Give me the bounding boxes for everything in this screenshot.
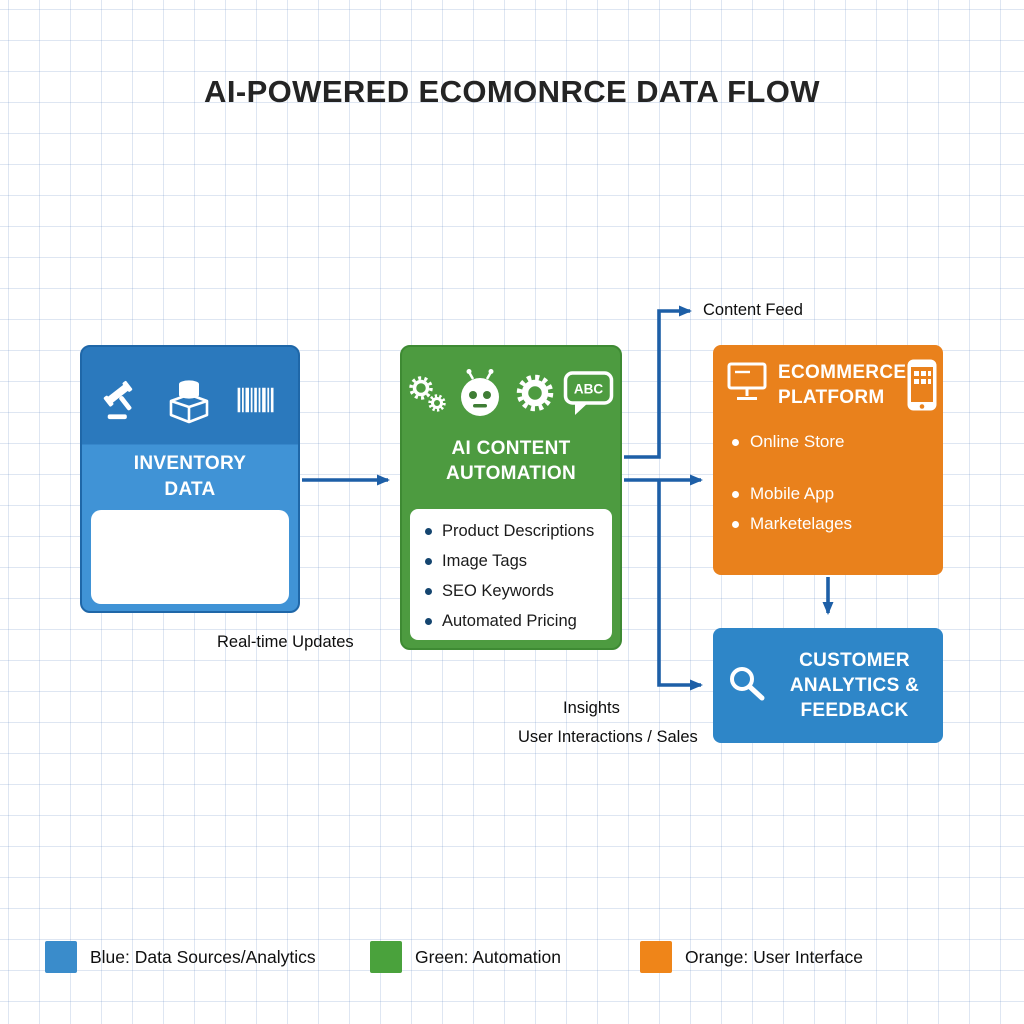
legend-label: Green: Automation xyxy=(415,946,561,967)
list-item-label: Image Tags xyxy=(442,552,527,570)
inventory-database-icon xyxy=(164,376,214,429)
list-item-label: SEO Keywords xyxy=(442,582,554,600)
list-item: SEO Keywords xyxy=(425,582,604,601)
node-inventory-data: INVENTORY DATA xyxy=(80,345,300,613)
list-item: Marketelages xyxy=(732,514,943,534)
bullet-dot xyxy=(425,528,432,535)
legend-swatch-green xyxy=(370,941,402,973)
legend-item-blue: Blue: Data Sources/Analytics xyxy=(45,941,316,973)
page-title: AI-POWERED ECOMONRCE DATA FLOW xyxy=(204,74,820,109)
monitor-icon xyxy=(726,361,768,408)
barcode-icon xyxy=(234,379,278,426)
ecommerce-header: ECOMMERCE PLATFORM xyxy=(713,345,943,410)
bullet-dot xyxy=(732,438,739,446)
node-title: AI CONTENT AUTOMATION xyxy=(445,438,576,484)
list-item-label: Mobile App xyxy=(750,484,835,504)
edge-label-real-time-updates: Real-time Updates xyxy=(217,633,354,651)
robot-icon xyxy=(453,367,507,424)
inventory-icon-row xyxy=(82,347,298,445)
edge-label-insights: Insights xyxy=(563,699,620,717)
node-ecommerce-platform: ECOMMERCE PLATFORM Online Store Mobile A… xyxy=(713,345,943,575)
list-item-label: Marketelages xyxy=(750,514,853,534)
list-item-label: Product Descriptions xyxy=(442,522,595,540)
bullet-dot xyxy=(425,558,432,565)
legend-label: Blue: Data Sources/Analytics xyxy=(90,946,316,967)
list-item: Product Descriptions xyxy=(425,522,604,541)
bullet-dot xyxy=(425,618,432,625)
node-title: ECOMMERCE PLATFORM xyxy=(778,362,907,408)
list-item: Automated Pricing xyxy=(425,612,604,631)
abc-bubble-label: ABC xyxy=(574,381,603,396)
legend-item-green: Green: Automation xyxy=(370,941,561,973)
node-title: INVENTORY DATA xyxy=(133,453,247,500)
bullet-dot xyxy=(732,520,739,528)
list-item: Online Store xyxy=(732,432,943,452)
gavel-icon xyxy=(102,378,144,427)
node-ai-content-automation: ABC AI CONTENT AUTOMATION Product Descri… xyxy=(400,345,622,650)
list-item: Mobile App xyxy=(732,484,943,504)
legend-label: Orange: User Interface xyxy=(685,946,863,967)
arrow-ai-to-content-feed xyxy=(624,305,692,459)
list-item-label: Automated Pricing xyxy=(442,612,577,630)
inventory-empty-panel xyxy=(91,510,289,604)
legend-swatch-orange xyxy=(640,941,672,973)
legend-item-orange: Orange: User Interface xyxy=(640,941,863,973)
abc-bubble-icon: ABC xyxy=(563,369,615,422)
list-item-label: Online Store xyxy=(750,432,845,452)
legend-swatch-blue xyxy=(45,941,77,973)
ai-icon-row: ABC xyxy=(402,347,620,427)
arrow-ai-to-analytics xyxy=(657,480,703,691)
node-customer-analytics: CUSTOMER ANALYTICS & FEEDBACK xyxy=(713,628,943,743)
magnifier-icon xyxy=(726,663,766,708)
smartphone-icon xyxy=(906,358,938,417)
edge-label-user-interactions-sales: User Interactions / Sales xyxy=(518,728,698,746)
ai-feature-list: Product Descriptions Image Tags SEO Keyw… xyxy=(410,509,612,640)
node-title: CUSTOMER ANALYTICS & FEEDBACK xyxy=(789,649,920,722)
gear-icon xyxy=(513,371,557,420)
list-item: Image Tags xyxy=(425,552,604,571)
edge-label-content-feed: Content Feed xyxy=(703,301,803,319)
gears-icon xyxy=(407,372,447,419)
bullet-dot xyxy=(732,490,739,498)
ecommerce-channel-list: Online Store Mobile App Marketelages xyxy=(713,432,943,534)
bullet-dot xyxy=(425,588,432,595)
